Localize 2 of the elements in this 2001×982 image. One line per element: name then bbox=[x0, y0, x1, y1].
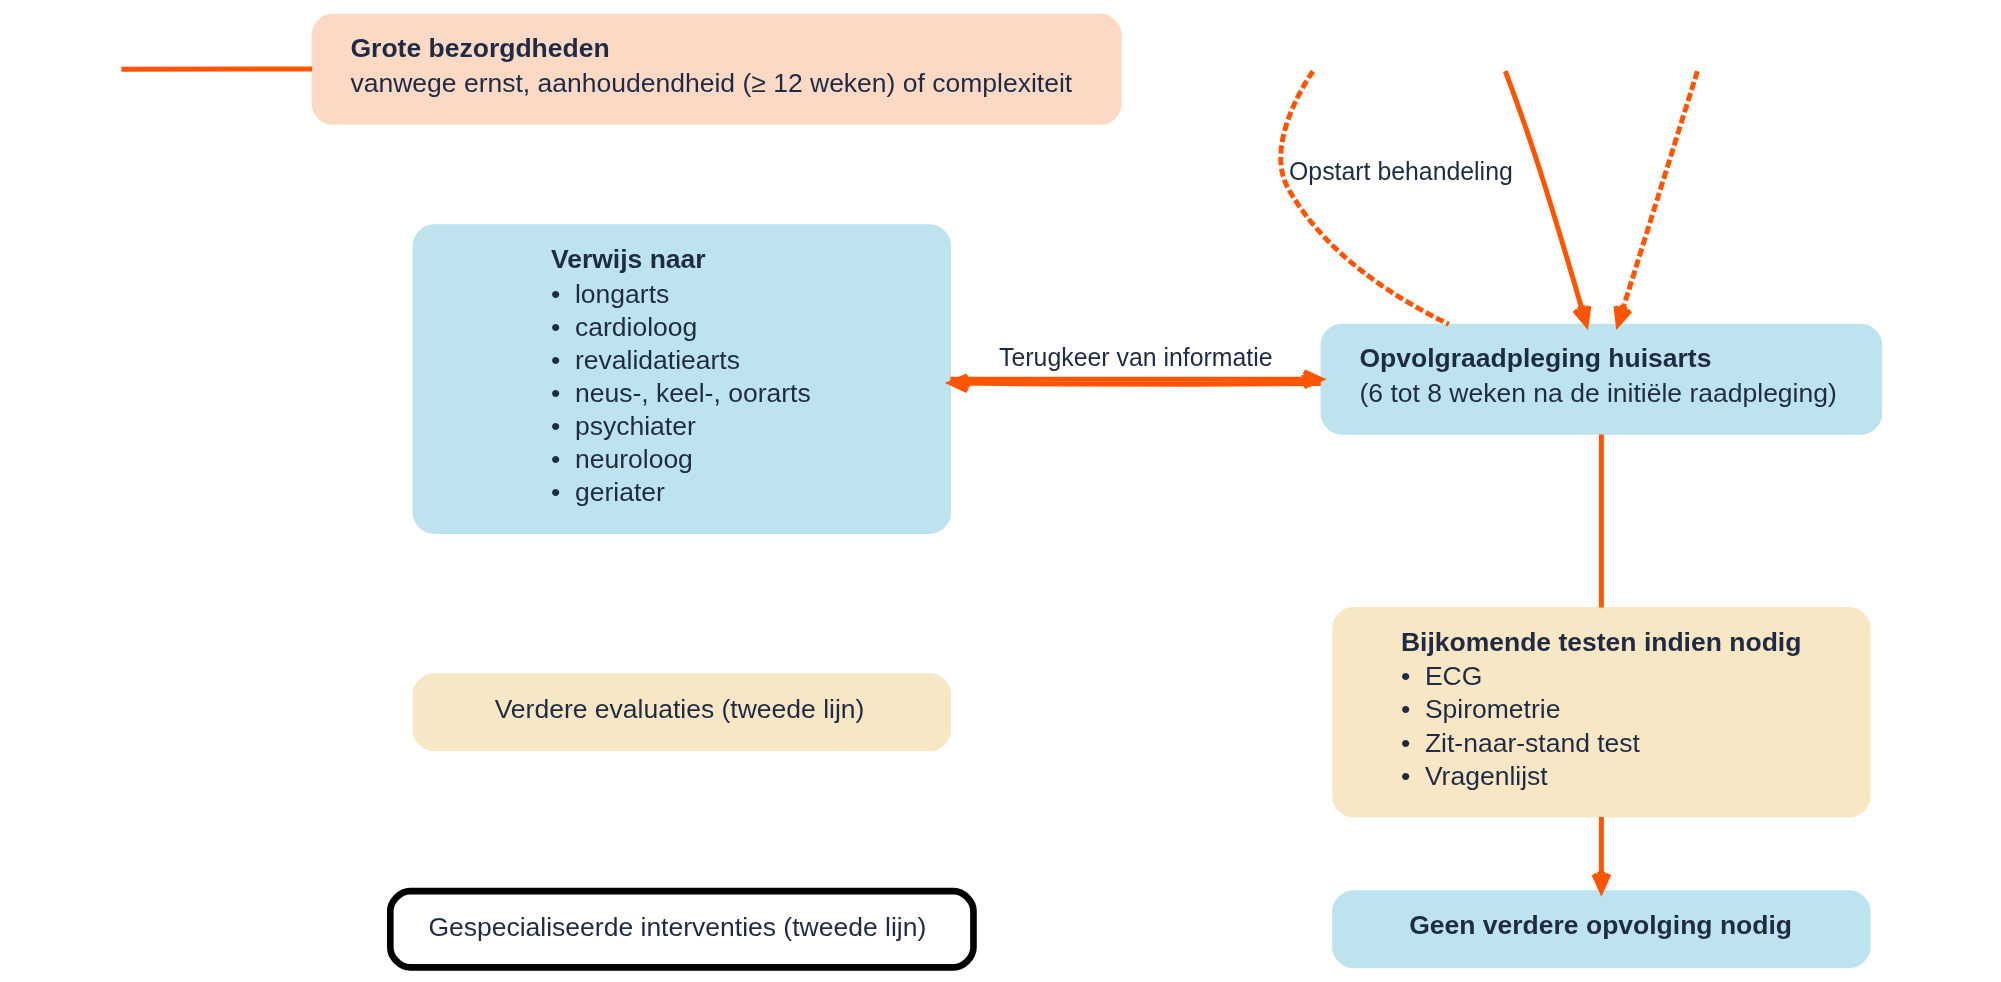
edge-label: Opstart behandeling bbox=[1289, 158, 1513, 186]
edge-label: Terugkeer van informatie bbox=[999, 343, 1273, 371]
